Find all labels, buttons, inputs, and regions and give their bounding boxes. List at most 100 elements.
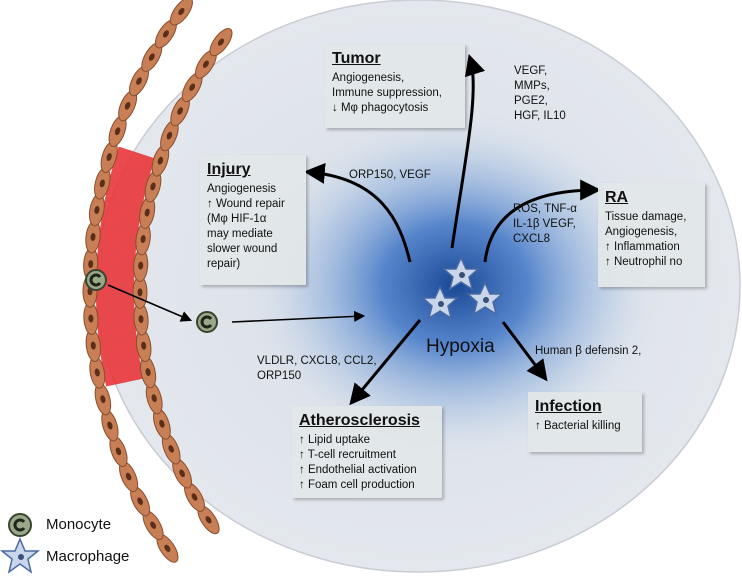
macrophage-star-icon bbox=[421, 285, 459, 320]
injury-mediators: ORP150, VEGF bbox=[349, 168, 431, 183]
monocyte-icon bbox=[85, 269, 107, 291]
ra-box: RA Tissue damage, Angiogenesis, ↑ Inflam… bbox=[598, 183, 705, 287]
endothelial-cell-nucleus bbox=[151, 394, 157, 403]
endothelial-cell-nucleus bbox=[189, 83, 196, 91]
tumor-effect: Immune suppression, bbox=[332, 87, 442, 99]
hypoxia-label: Hypoxia bbox=[426, 336, 495, 357]
tumor-title: Tumor bbox=[332, 50, 381, 67]
endothelial-cell-nucleus bbox=[88, 314, 94, 323]
injury-effect: ↑ Wound repair bbox=[207, 198, 285, 210]
mediator-text: Human β defensin 2, bbox=[535, 345, 642, 357]
macrophage-star-icon bbox=[466, 281, 504, 316]
atherosclerosis-effect: ↑ Endothelial activation bbox=[299, 464, 417, 476]
legend-macrophage-label: Macrophage bbox=[46, 548, 130, 565]
atherosclerosis-effect: ↑ Foam cell production bbox=[299, 479, 415, 491]
macrophage-cluster bbox=[421, 256, 504, 320]
mediator-text: HGF, IL10 bbox=[514, 110, 566, 122]
endothelial-cell-nucleus bbox=[94, 368, 100, 377]
endothelial-cell-nucleus bbox=[205, 516, 212, 524]
atherosclerosis-title: Atherosclerosis bbox=[299, 412, 420, 429]
mediator-text: IL-1β VEGF, bbox=[513, 218, 576, 230]
mediator-text: ORP150, VEGF bbox=[349, 169, 431, 181]
tumor-effect: Angiogenesis, bbox=[332, 72, 405, 84]
mediator-text: VLDLR, CXCL8, CCL2, bbox=[257, 355, 377, 367]
endothelial-cell-nucleus bbox=[90, 341, 96, 350]
vessel-lumen bbox=[95, 146, 155, 387]
endothelial-cell-nucleus bbox=[178, 7, 185, 16]
ra-effect: ↑ Neutrophil no bbox=[605, 256, 683, 268]
endothelial-cell-nucleus bbox=[144, 208, 150, 217]
atherosclerosis-box: Atherosclerosis ↑ Lipid uptake ↑ T-cell … bbox=[292, 406, 442, 498]
endothelial-cell-nucleus bbox=[88, 260, 94, 269]
endothelial-cell-nucleus bbox=[150, 182, 156, 191]
endothelial-cell-nucleus bbox=[177, 107, 183, 115]
tumor-box: Tumor Angiogenesis, Immune suppression, … bbox=[325, 44, 465, 128]
endothelial-cell-nucleus bbox=[148, 53, 155, 61]
legend-monocyte-icon bbox=[8, 513, 32, 537]
endothelial-cell-nucleus bbox=[115, 447, 122, 456]
endothelial-cell-nucleus bbox=[99, 179, 105, 188]
injury-effect: slower wound bbox=[207, 243, 278, 255]
arrow-to-infection bbox=[501, 321, 548, 382]
endothelial-cell-nucleus bbox=[100, 395, 106, 404]
mediator-text: ORP150 bbox=[257, 370, 302, 382]
endothelial-cell-nucleus bbox=[164, 544, 171, 552]
endothelial-cell-nucleus bbox=[191, 493, 198, 501]
arrow-monocyte-extravasation bbox=[107, 284, 193, 322]
monocyte-icon bbox=[196, 311, 218, 333]
endothelial-cell-nucleus bbox=[125, 472, 132, 481]
endothelial-cell-nucleus bbox=[138, 315, 144, 324]
blood-vessel bbox=[82, 0, 233, 563]
injury-effect: may mediate bbox=[207, 228, 273, 240]
ra-title: RA bbox=[605, 189, 629, 206]
infection-effect: ↑ Bacterial killing bbox=[535, 420, 621, 432]
endothelial-cell-nucleus bbox=[179, 469, 185, 478]
endothelial-cell-nucleus bbox=[106, 153, 112, 161]
ra-mediators: ROS, TNF-α IL-1β VEGF, CXCL8 bbox=[513, 202, 577, 247]
arrow-to-injury bbox=[303, 162, 412, 263]
mediator-text: PGE2, bbox=[514, 95, 548, 107]
atherosclerosis-effect: ↑ Lipid uptake bbox=[299, 434, 370, 446]
infection-mediators: Human β defensin 2, bbox=[535, 344, 641, 359]
endothelial-cell-nucleus bbox=[114, 127, 121, 136]
legend-macrophage-icon bbox=[0, 537, 41, 574]
ra-effect: Angiogenesis, bbox=[605, 226, 678, 238]
infection-title: Infection bbox=[535, 398, 602, 415]
endothelial-cell-nucleus bbox=[159, 419, 165, 428]
endothelial-cell-nucleus bbox=[141, 341, 147, 350]
endothelial-cell-nucleus bbox=[124, 101, 131, 110]
atherosclerosis-effect: ↑ T-cell recruitment bbox=[299, 449, 396, 461]
endothelial-cell-nucleus bbox=[168, 445, 174, 453]
injury-effect: repair) bbox=[207, 258, 241, 270]
infection-box: Infection ↑ Bacterial killing bbox=[528, 392, 642, 452]
endothelial-cell-nucleus bbox=[94, 206, 100, 214]
endothelial-cell-nucleus bbox=[140, 235, 146, 243]
endothelial-cell-nucleus bbox=[138, 261, 144, 270]
tumor-mediators: VEGF, MMPs, PGE2, HGF, IL10 bbox=[514, 64, 566, 124]
mediator-text: ROS, TNF-α bbox=[513, 203, 577, 215]
endothelial-cell-nucleus bbox=[137, 288, 143, 297]
injury-effect: Angiogenesis bbox=[207, 183, 277, 195]
endothelial-cell-nucleus bbox=[107, 421, 113, 430]
endothelial-cell-nucleus bbox=[202, 60, 209, 68]
tumor-effect: ↓ Mφ phagocytosis bbox=[332, 102, 429, 114]
endothelial-cell-nucleus bbox=[90, 233, 96, 241]
endothelial-cell-nucleus bbox=[136, 77, 142, 85]
endothelial-cell-nucleus bbox=[150, 521, 157, 529]
mediator-text: VEGF, bbox=[514, 65, 548, 77]
ra-effect: ↑ Inflammation bbox=[605, 241, 680, 253]
injury-effect: (Mφ HIF-1α bbox=[207, 213, 267, 225]
injury-box: Injury Angiogenesis ↑ Wound repair (Mφ H… bbox=[200, 155, 306, 285]
endothelial-cell-nucleus bbox=[162, 30, 169, 38]
mediator-text: CXCL8 bbox=[513, 233, 551, 245]
endothelial-cell-nucleus bbox=[217, 38, 225, 46]
macrophage-star-icon bbox=[442, 256, 480, 291]
ra-effect: Tissue damage, bbox=[605, 211, 687, 223]
endothelial-cell-nucleus bbox=[145, 368, 151, 377]
mediator-text: MMPs, bbox=[514, 80, 550, 92]
arrow-monocyte-to-hypoxia bbox=[231, 310, 366, 323]
atherosclerosis-mediators: VLDLR, CXCL8, CCL2, ORP150 bbox=[257, 354, 377, 384]
arrow-to-tumor bbox=[450, 53, 486, 249]
